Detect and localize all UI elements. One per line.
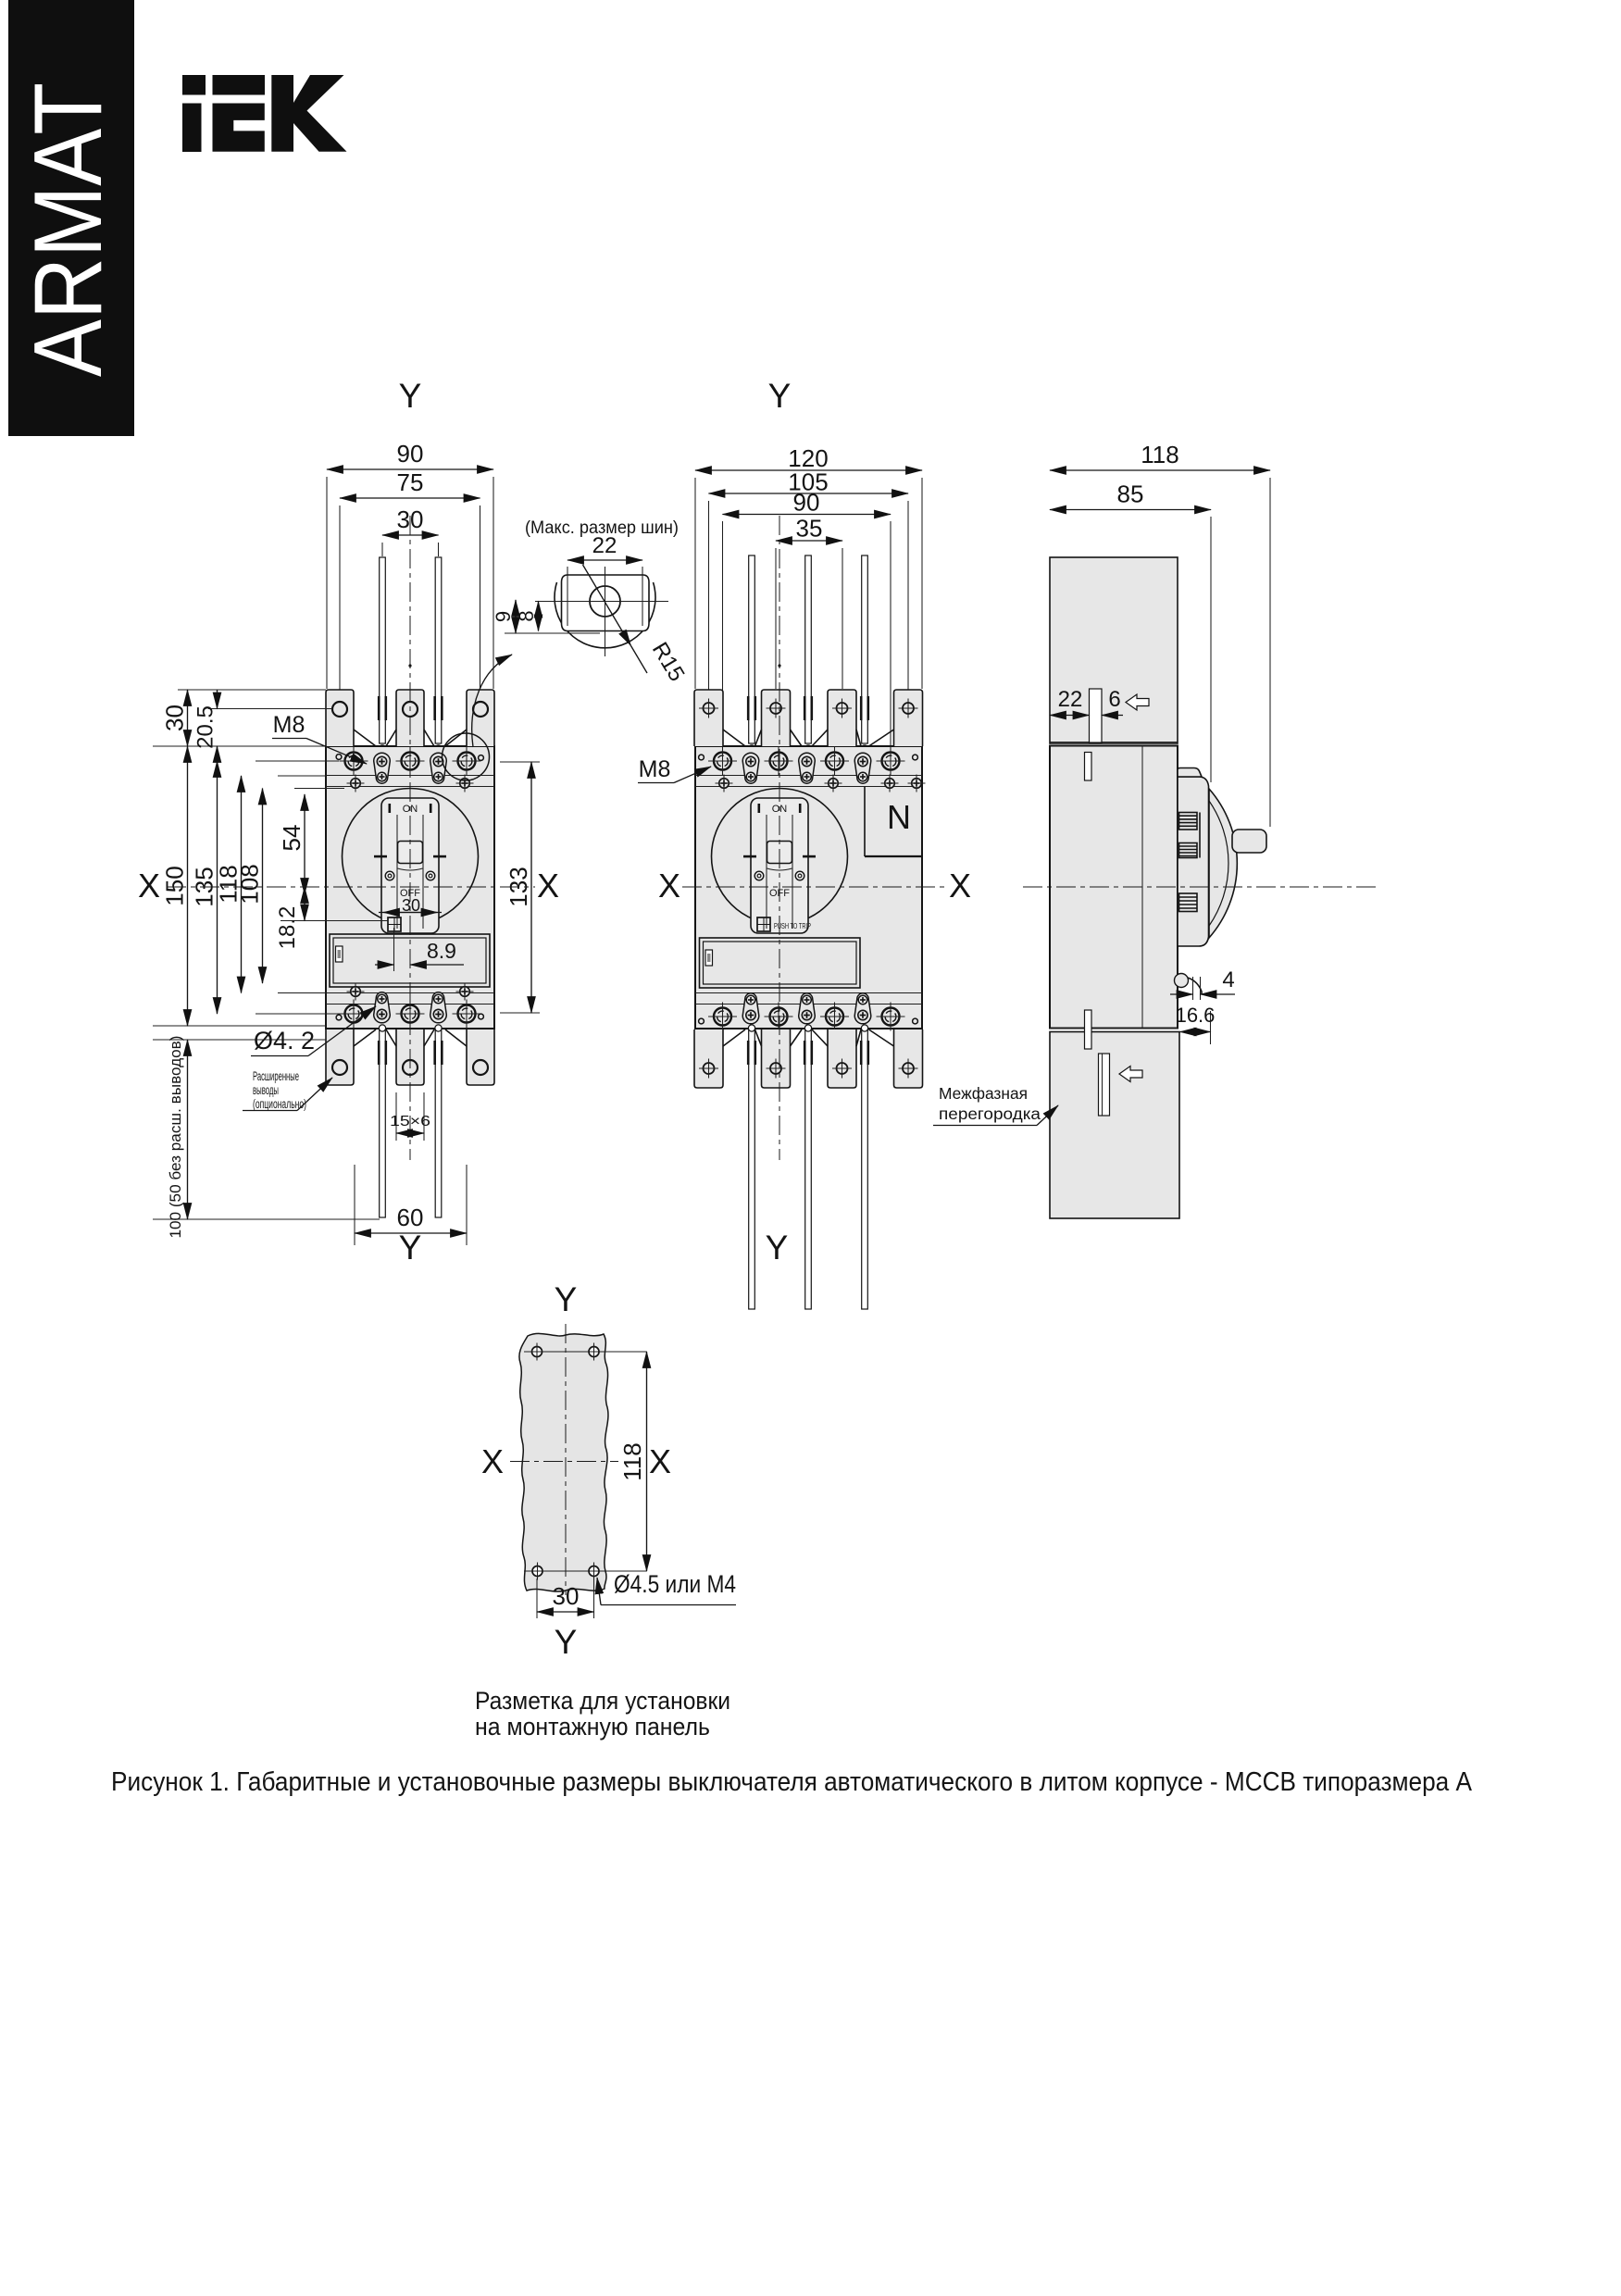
svg-text:M8: M8 — [639, 756, 671, 782]
svg-text:Y: Y — [766, 1229, 789, 1267]
svg-text:X: X — [658, 867, 680, 905]
svg-text:108: 108 — [236, 864, 264, 904]
svg-text:18.2: 18.2 — [275, 906, 300, 950]
svg-text:100 (50 без расш. выводов): 100 (50 без расш. выводов) — [167, 1036, 184, 1239]
svg-text:Ø4. 2: Ø4. 2 — [254, 1027, 315, 1054]
svg-text:9: 9 — [492, 611, 515, 622]
svg-text:Рисунок 1. Габаритные и устано: Рисунок 1. Габаритные и установочные раз… — [111, 1767, 1473, 1797]
svg-text:8: 8 — [515, 610, 538, 621]
svg-text:118: 118 — [215, 865, 243, 903]
svg-text:22: 22 — [1058, 687, 1083, 712]
svg-text:на монтажную панель: на монтажную панель — [475, 1713, 710, 1741]
svg-text:(опционально): (опционально) — [253, 1097, 306, 1111]
svg-text:15×6: 15×6 — [390, 1114, 430, 1129]
svg-text:перегородка: перегородка — [939, 1104, 1041, 1123]
svg-text:105: 105 — [788, 468, 828, 496]
svg-text:90: 90 — [793, 489, 820, 517]
svg-text:X: X — [949, 867, 971, 905]
svg-text:30: 30 — [402, 896, 420, 915]
svg-text:30: 30 — [161, 705, 189, 731]
svg-text:R15: R15 — [647, 638, 690, 686]
svg-text:118: 118 — [618, 1442, 646, 1480]
svg-text:16.6: 16.6 — [1176, 1004, 1216, 1027]
svg-text:20.5: 20.5 — [193, 705, 218, 749]
svg-text:6: 6 — [1108, 687, 1120, 712]
svg-text:Расширенные: Расширенные — [253, 1069, 299, 1083]
svg-text:N: N — [887, 798, 911, 836]
svg-text:35: 35 — [796, 515, 823, 543]
svg-text:54: 54 — [278, 825, 305, 852]
svg-text:Разметка для установки: Разметка для установки — [475, 1687, 730, 1715]
svg-text:Межфазная: Межфазная — [939, 1084, 1028, 1103]
svg-text:X: X — [138, 867, 160, 905]
svg-text:60: 60 — [397, 1204, 424, 1231]
svg-text:75: 75 — [397, 468, 424, 496]
svg-text:M8: M8 — [273, 712, 305, 738]
svg-text:Y: Y — [399, 377, 422, 415]
svg-text:PUSH TO TRIP: PUSH TO TRIP — [774, 922, 811, 930]
svg-text:Y: Y — [555, 1280, 578, 1318]
svg-text:Y: Y — [399, 1229, 422, 1267]
svg-text:150: 150 — [161, 866, 189, 905]
svg-text:133: 133 — [505, 867, 532, 906]
svg-text:X: X — [481, 1442, 504, 1480]
svg-text:90: 90 — [397, 440, 424, 468]
svg-text:Ø4.5 или М4: Ø4.5 или М4 — [614, 1570, 736, 1598]
svg-text:8.9: 8.9 — [427, 939, 456, 963]
svg-text:22: 22 — [592, 533, 617, 558]
svg-text:Y: Y — [555, 1623, 578, 1661]
svg-text:выводы: выводы — [253, 1083, 279, 1097]
svg-text:ARMAT: ARMAT — [15, 82, 122, 377]
svg-text:X: X — [649, 1442, 671, 1480]
svg-text:85: 85 — [1117, 480, 1144, 508]
svg-text:X: X — [537, 867, 559, 905]
svg-text:(Макс. размер шин): (Макс. размер шин) — [525, 518, 679, 538]
svg-text:118: 118 — [1141, 441, 1178, 468]
svg-text:120: 120 — [788, 444, 828, 472]
svg-text:Y: Y — [768, 377, 792, 415]
svg-text:4: 4 — [1222, 967, 1234, 992]
svg-text:30: 30 — [553, 1582, 580, 1610]
